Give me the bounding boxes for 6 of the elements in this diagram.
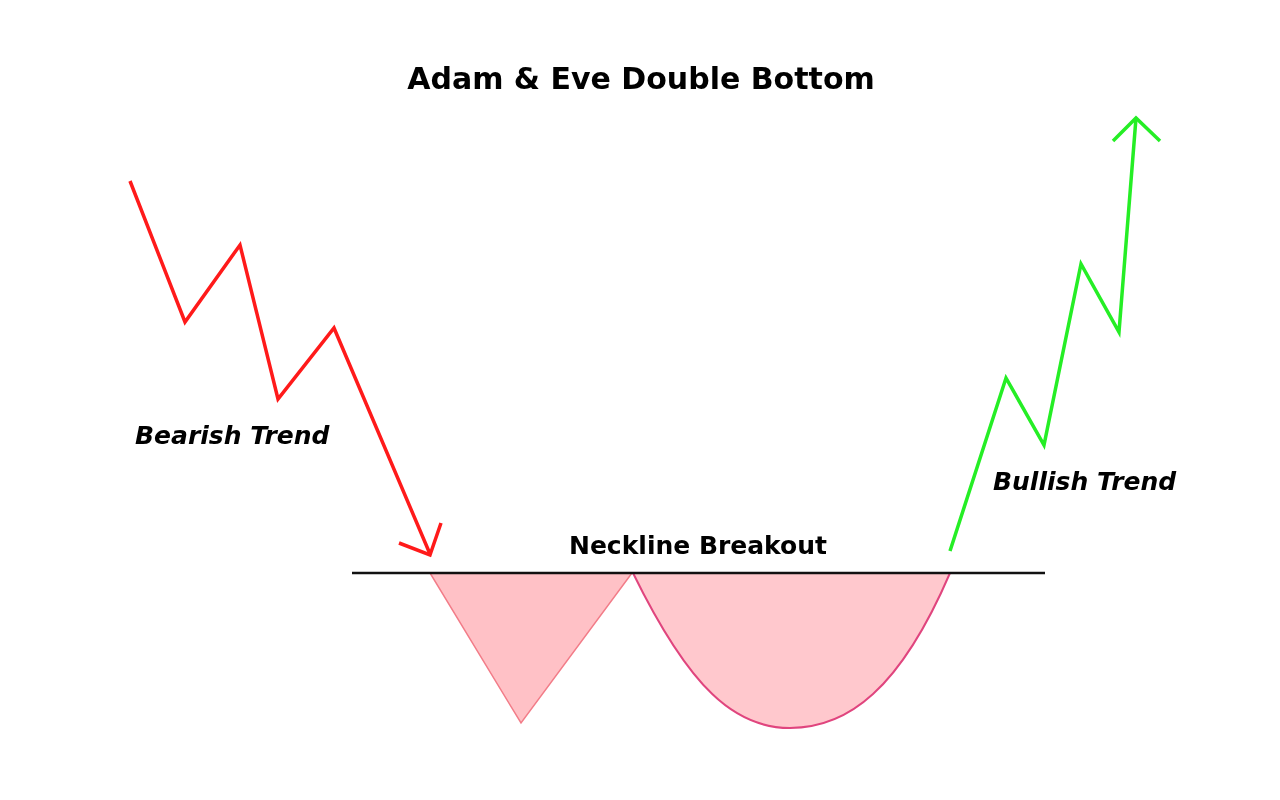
trend-label: Bullish Trend: [993, 468, 1177, 497]
v-shaped-bottom: [428, 572, 634, 725]
u-shaped-bottom: [632, 572, 951, 729]
neckline-label: Neckline Breakout: [569, 532, 827, 561]
chart-title: Adam & Eve Double Bottom: [407, 62, 875, 97]
trend-label: Bearish Trend: [135, 422, 330, 451]
